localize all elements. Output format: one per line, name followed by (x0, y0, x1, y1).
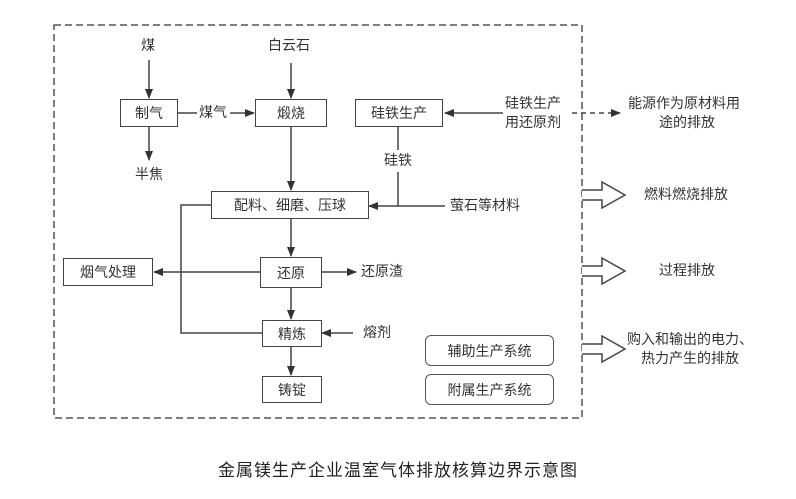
input-fluorite: 萤石等材料 (450, 198, 520, 214)
emission-energy-feedstock-line2: 途的排放 (659, 115, 715, 131)
system-auxiliary: 辅助生产系统 (425, 335, 554, 366)
label-coal-gas: 煤气 (199, 105, 227, 121)
output-reduction-slag: 还原渣 (361, 264, 403, 280)
hollow-arrow-electricity-heat (582, 334, 627, 364)
edge-batching-to-flue-loop (180, 204, 262, 334)
input-coal: 煤 (141, 38, 155, 54)
accounting-boundary (53, 24, 583, 419)
emission-fuel-combustion: 燃料燃烧排放 (644, 187, 728, 203)
figure-caption: 金属镁生产企业温室气体排放核算边界示意图 (218, 461, 578, 481)
process-batching: 配料、细磨、压球 (211, 191, 369, 219)
hollow-arrow-fuel-combustion (582, 180, 627, 210)
process-gas-making: 制气 (120, 99, 178, 127)
process-reduction: 还原 (260, 257, 322, 288)
emission-electricity-heat-line1: 购入和输出的电力、 (627, 332, 753, 348)
process-casting: 铸锭 (262, 376, 322, 403)
emission-process: 过程排放 (659, 263, 715, 279)
input-flux: 熔剂 (363, 325, 391, 341)
emission-energy-feedstock-line1: 能源作为原材料用 (628, 96, 740, 112)
hollow-arrow-process (582, 256, 627, 286)
emission-electricity-heat-line2: 热力产生的排放 (641, 351, 739, 367)
input-dolomite: 白云石 (268, 38, 310, 54)
input-reductant-line1: 硅铁生产 (505, 96, 561, 112)
output-semi-coke: 半焦 (135, 167, 163, 183)
process-calcination: 煅烧 (255, 99, 327, 127)
system-ancillary: 附属生产系统 (425, 374, 554, 405)
label-ferrosilicon: 硅铁 (384, 153, 412, 169)
input-reductant-line2: 用还原剂 (505, 115, 561, 131)
process-flue-gas-treatment: 烟气处理 (63, 258, 153, 286)
process-refining: 精炼 (262, 320, 322, 347)
process-ferrosilicon-production: 硅铁生产 (355, 99, 443, 127)
